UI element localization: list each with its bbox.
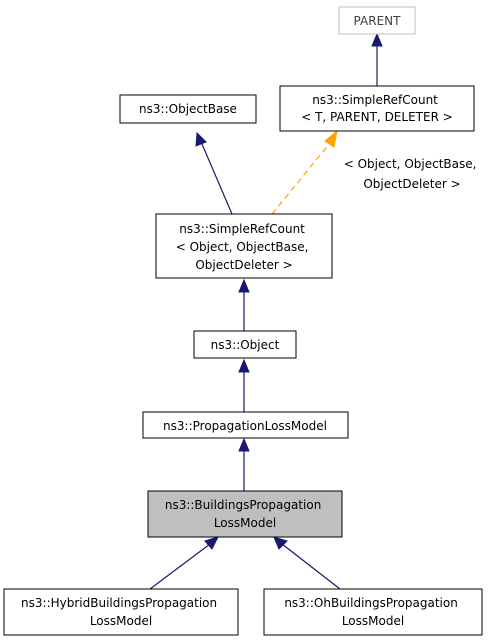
arrow-to-propagationlossmodel [238, 437, 250, 452]
arrow-to-object [238, 358, 250, 373]
svg-text:ns3::ObjectBase: ns3::ObjectBase [139, 102, 237, 116]
edge-label-template-arguments: < Object, ObjectBase, ObjectDeleter > [344, 157, 481, 191]
arrow-to-simplerefcount-template [324, 129, 338, 148]
edge-template-instantiation [271, 142, 331, 215]
svg-text:ns3::BuildingsPropagation: ns3::BuildingsPropagation LossModel [165, 498, 325, 530]
svg-text:ns3::SimpleRefCount < Ob: ns3::SimpleRefCount < Object, ObjectBase… [176, 222, 313, 272]
edges [149, 32, 383, 590]
node-propagationlossmodel[interactable]: ns3::PropagationLossModel [142, 411, 349, 439]
node-object[interactable]: ns3::Object [193, 330, 297, 359]
node-simplerefcount[interactable]: ns3::SimpleRefCount < Object, ObjectBase… [155, 213, 333, 279]
node-objectbase[interactable]: ns3::ObjectBase [119, 94, 257, 124]
arrow-oh-to-buildings [273, 536, 288, 550]
edge-oh-to-buildings [281, 543, 341, 590]
arrow-to-objectbase [195, 131, 207, 147]
node-ohbuildingspropagationlossmodel[interactable]: ns3::OhBuildingsPropagation LossModel [263, 588, 483, 636]
arrow-hybrid-to-buildings [204, 536, 219, 550]
node-buildingspropagationlossmodel: ns3::BuildingsPropagation LossModel [147, 490, 343, 538]
svg-text:ns3::OhBuildingsPropagation: ns3::OhBuildingsPropagation LossModel [284, 596, 461, 628]
edge-hybrid-to-buildings [149, 543, 211, 590]
svg-text:ns3::Object: ns3::Object [211, 338, 280, 352]
node-parent[interactable]: PARENT [338, 6, 416, 35]
svg-text:PARENT: PARENT [354, 14, 402, 28]
svg-text:ns3::SimpleRefCount < T,: ns3::SimpleRefCount < T, PARENT, DELETER… [301, 93, 453, 124]
svg-text:ns3::PropagationLossModel: ns3::PropagationLossModel [163, 419, 327, 433]
edge-simplerefcount-to-objectbase [201, 143, 233, 215]
arrow-to-parent [371, 32, 383, 47]
node-hybridbuildingspropagationlossmodel[interactable]: ns3::HybridBuildingsPropagation LossMode… [3, 588, 239, 636]
svg-text:ns3::HybridBuildingsPropagatio: ns3::HybridBuildingsPropagation LossMode… [21, 596, 221, 628]
arrow-to-simplerefcount [238, 278, 250, 293]
node-simplerefcount-template[interactable]: ns3::SimpleRefCount < T, PARENT, DELETER… [279, 85, 475, 132]
